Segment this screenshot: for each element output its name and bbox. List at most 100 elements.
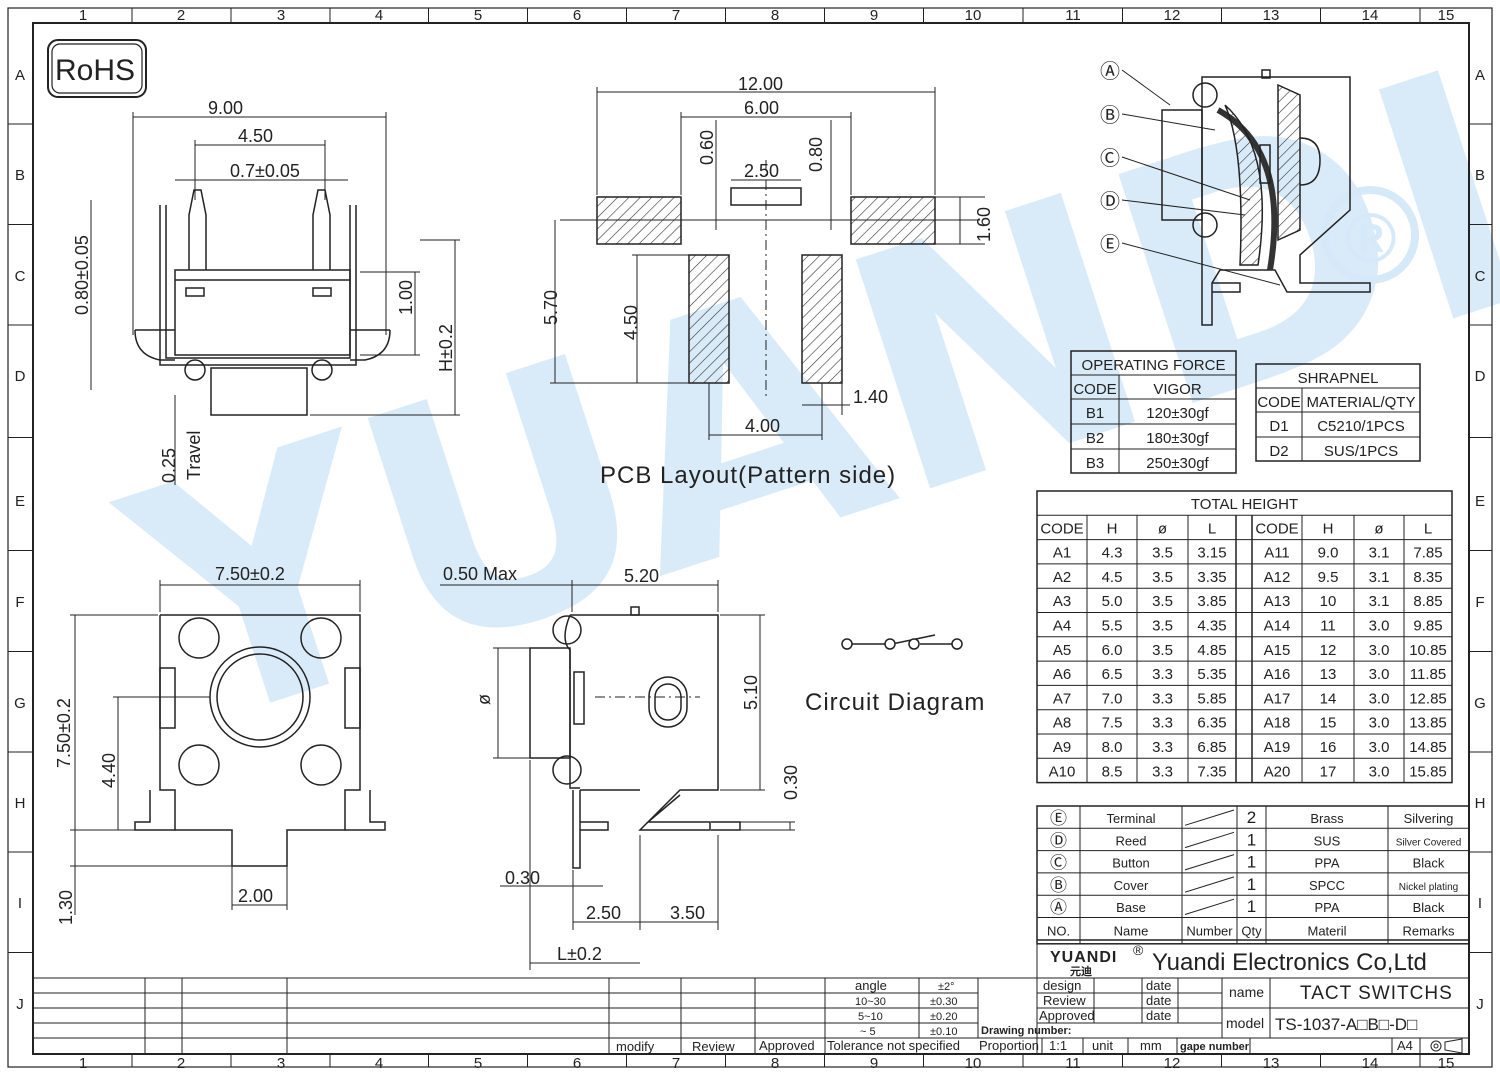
th-cell: 5.85: [1197, 690, 1226, 707]
sh-material: SUS/1PCS: [1324, 443, 1398, 460]
th-cell: A11: [1264, 545, 1290, 562]
grid-col-label: 15: [1438, 7, 1455, 24]
svg-text:modify: modify: [616, 1039, 655, 1054]
svg-text:Ⓑ: Ⓑ: [1100, 104, 1120, 127]
grid-col-label: 8: [771, 1055, 779, 1072]
th-cell: 3.0: [1369, 690, 1390, 707]
th-cell: A5: [1053, 642, 1071, 659]
inner-border: [32, 22, 1470, 1055]
bom-qty: 1: [1247, 853, 1256, 872]
th-cell: 3.5: [1152, 545, 1173, 562]
dim-7-50-h: 7.50±0.2: [215, 564, 285, 584]
bom-name: Terminal: [1106, 811, 1155, 826]
th-cell: 15.85: [1409, 763, 1447, 780]
bom-name: Base: [1116, 900, 1146, 915]
product-name: TACT SWITCHS: [1300, 983, 1453, 1004]
th-header: H: [1107, 520, 1118, 537]
th-header: H: [1323, 520, 1334, 537]
th-cell: A16: [1264, 666, 1291, 683]
sh-header: CODE: [1257, 394, 1300, 411]
th-cell: 6.85: [1197, 739, 1226, 756]
grid-row-label: F: [1475, 594, 1484, 611]
th-cell: 3.1: [1369, 569, 1390, 586]
dim-4-50b: 4.50: [621, 305, 641, 340]
grid-col-label: 1: [79, 1055, 87, 1072]
th-cell: 14: [1320, 690, 1337, 707]
th-cell: 3.35: [1197, 569, 1226, 586]
th-cell: A14: [1264, 618, 1291, 635]
svg-text:angle: angle: [855, 978, 887, 993]
svg-text:Review: Review: [692, 1039, 735, 1054]
th-cell: 12.85: [1409, 690, 1447, 707]
svg-text:~ 5: ~ 5: [860, 1026, 876, 1038]
th-cell: A20: [1264, 763, 1291, 780]
grid-row-label: I: [1478, 895, 1482, 912]
dim-0-80: 0.80±0.05: [72, 235, 92, 315]
th-title: TOTAL HEIGHT: [1191, 496, 1298, 513]
title-block: [33, 940, 1469, 1054]
th-cell: 6.5: [1102, 666, 1123, 683]
grid-row-label: D: [15, 368, 26, 385]
svg-text:A4: A4: [1397, 1038, 1413, 1053]
grid-col-label: 1: [79, 7, 87, 24]
th-cell: A1: [1053, 545, 1071, 562]
dim-0-25: 0.25: [159, 448, 179, 483]
th-cell: 11: [1320, 618, 1336, 635]
bom-qty: 1: [1247, 875, 1256, 894]
svg-text:Ⓒ: Ⓒ: [1100, 147, 1120, 170]
grid-row-label: A: [15, 67, 25, 84]
grid-col-label: 9: [870, 1055, 878, 1072]
th-cell: 4.85: [1197, 642, 1226, 659]
th-cell: 3.3: [1152, 739, 1173, 756]
dim-2-50b: 2.50: [586, 903, 621, 923]
grid-row-label: E: [15, 493, 25, 510]
th-cell: 3.3: [1152, 763, 1173, 780]
circuit-symbol: [841, 634, 963, 650]
bom-name: Reed: [1115, 833, 1146, 848]
svg-text:mm: mm: [1140, 1038, 1162, 1053]
svg-text:±0.30: ±0.30: [930, 996, 957, 1008]
th-header: CODE: [1040, 520, 1083, 537]
th-cell: 13.85: [1409, 715, 1447, 732]
bom-no: Ⓓ: [1050, 831, 1067, 850]
th-cell: 3.1: [1369, 593, 1390, 610]
svg-text:Review: Review: [1043, 993, 1086, 1008]
th-cell: 3.0: [1369, 739, 1390, 756]
grid-col-label: 4: [375, 1055, 383, 1072]
pcb-dims: [550, 87, 985, 440]
bom-qty: 1: [1247, 897, 1256, 916]
th-header: ø: [1158, 520, 1167, 537]
of-header: VIGOR: [1153, 381, 1202, 398]
grid-col-label: 2: [177, 7, 185, 24]
of-title: OPERATING FORCE: [1082, 357, 1226, 374]
grid-col-label: 7: [672, 7, 680, 24]
svg-text:®: ®: [1133, 942, 1144, 958]
th-cell: A10: [1049, 763, 1076, 780]
watermark-reg: ®: [1345, 199, 1397, 277]
grid-row-label: A: [1475, 67, 1485, 84]
bom-remarks: Black: [1413, 900, 1445, 915]
th-header: L: [1208, 520, 1216, 537]
svg-text:Tolerance not specified: Tolerance not specified: [827, 1038, 960, 1053]
dim-4-00: 4.00: [745, 416, 780, 436]
travel-label: Travel: [184, 431, 204, 480]
dim-phi: ø: [474, 694, 494, 705]
dim-0-80b: 0.80: [806, 137, 826, 172]
th-cell: 3.0: [1369, 715, 1390, 732]
grid-col-label: 13: [1263, 1055, 1280, 1072]
th-cell: 3.3: [1152, 666, 1173, 683]
bom-material: PPA: [1314, 856, 1339, 871]
pcb-layout-title: PCB Layout(Pattern side): [600, 462, 896, 489]
projection-symbol-icon: [1430, 1038, 1463, 1054]
grid-col-label: 10: [965, 1055, 982, 1072]
th-cell: 8.35: [1413, 569, 1442, 586]
grid-col-label: 3: [277, 7, 285, 24]
watermark-registered-icon: [1321, 186, 1419, 284]
th-cell: A8: [1053, 715, 1071, 732]
grid-col-label: 12: [1164, 1055, 1181, 1072]
grid-col-label: 2: [177, 1055, 185, 1072]
th-cell: 15: [1320, 715, 1337, 732]
grid-row-label: I: [18, 895, 22, 912]
th-cell: 7.5: [1102, 715, 1123, 732]
